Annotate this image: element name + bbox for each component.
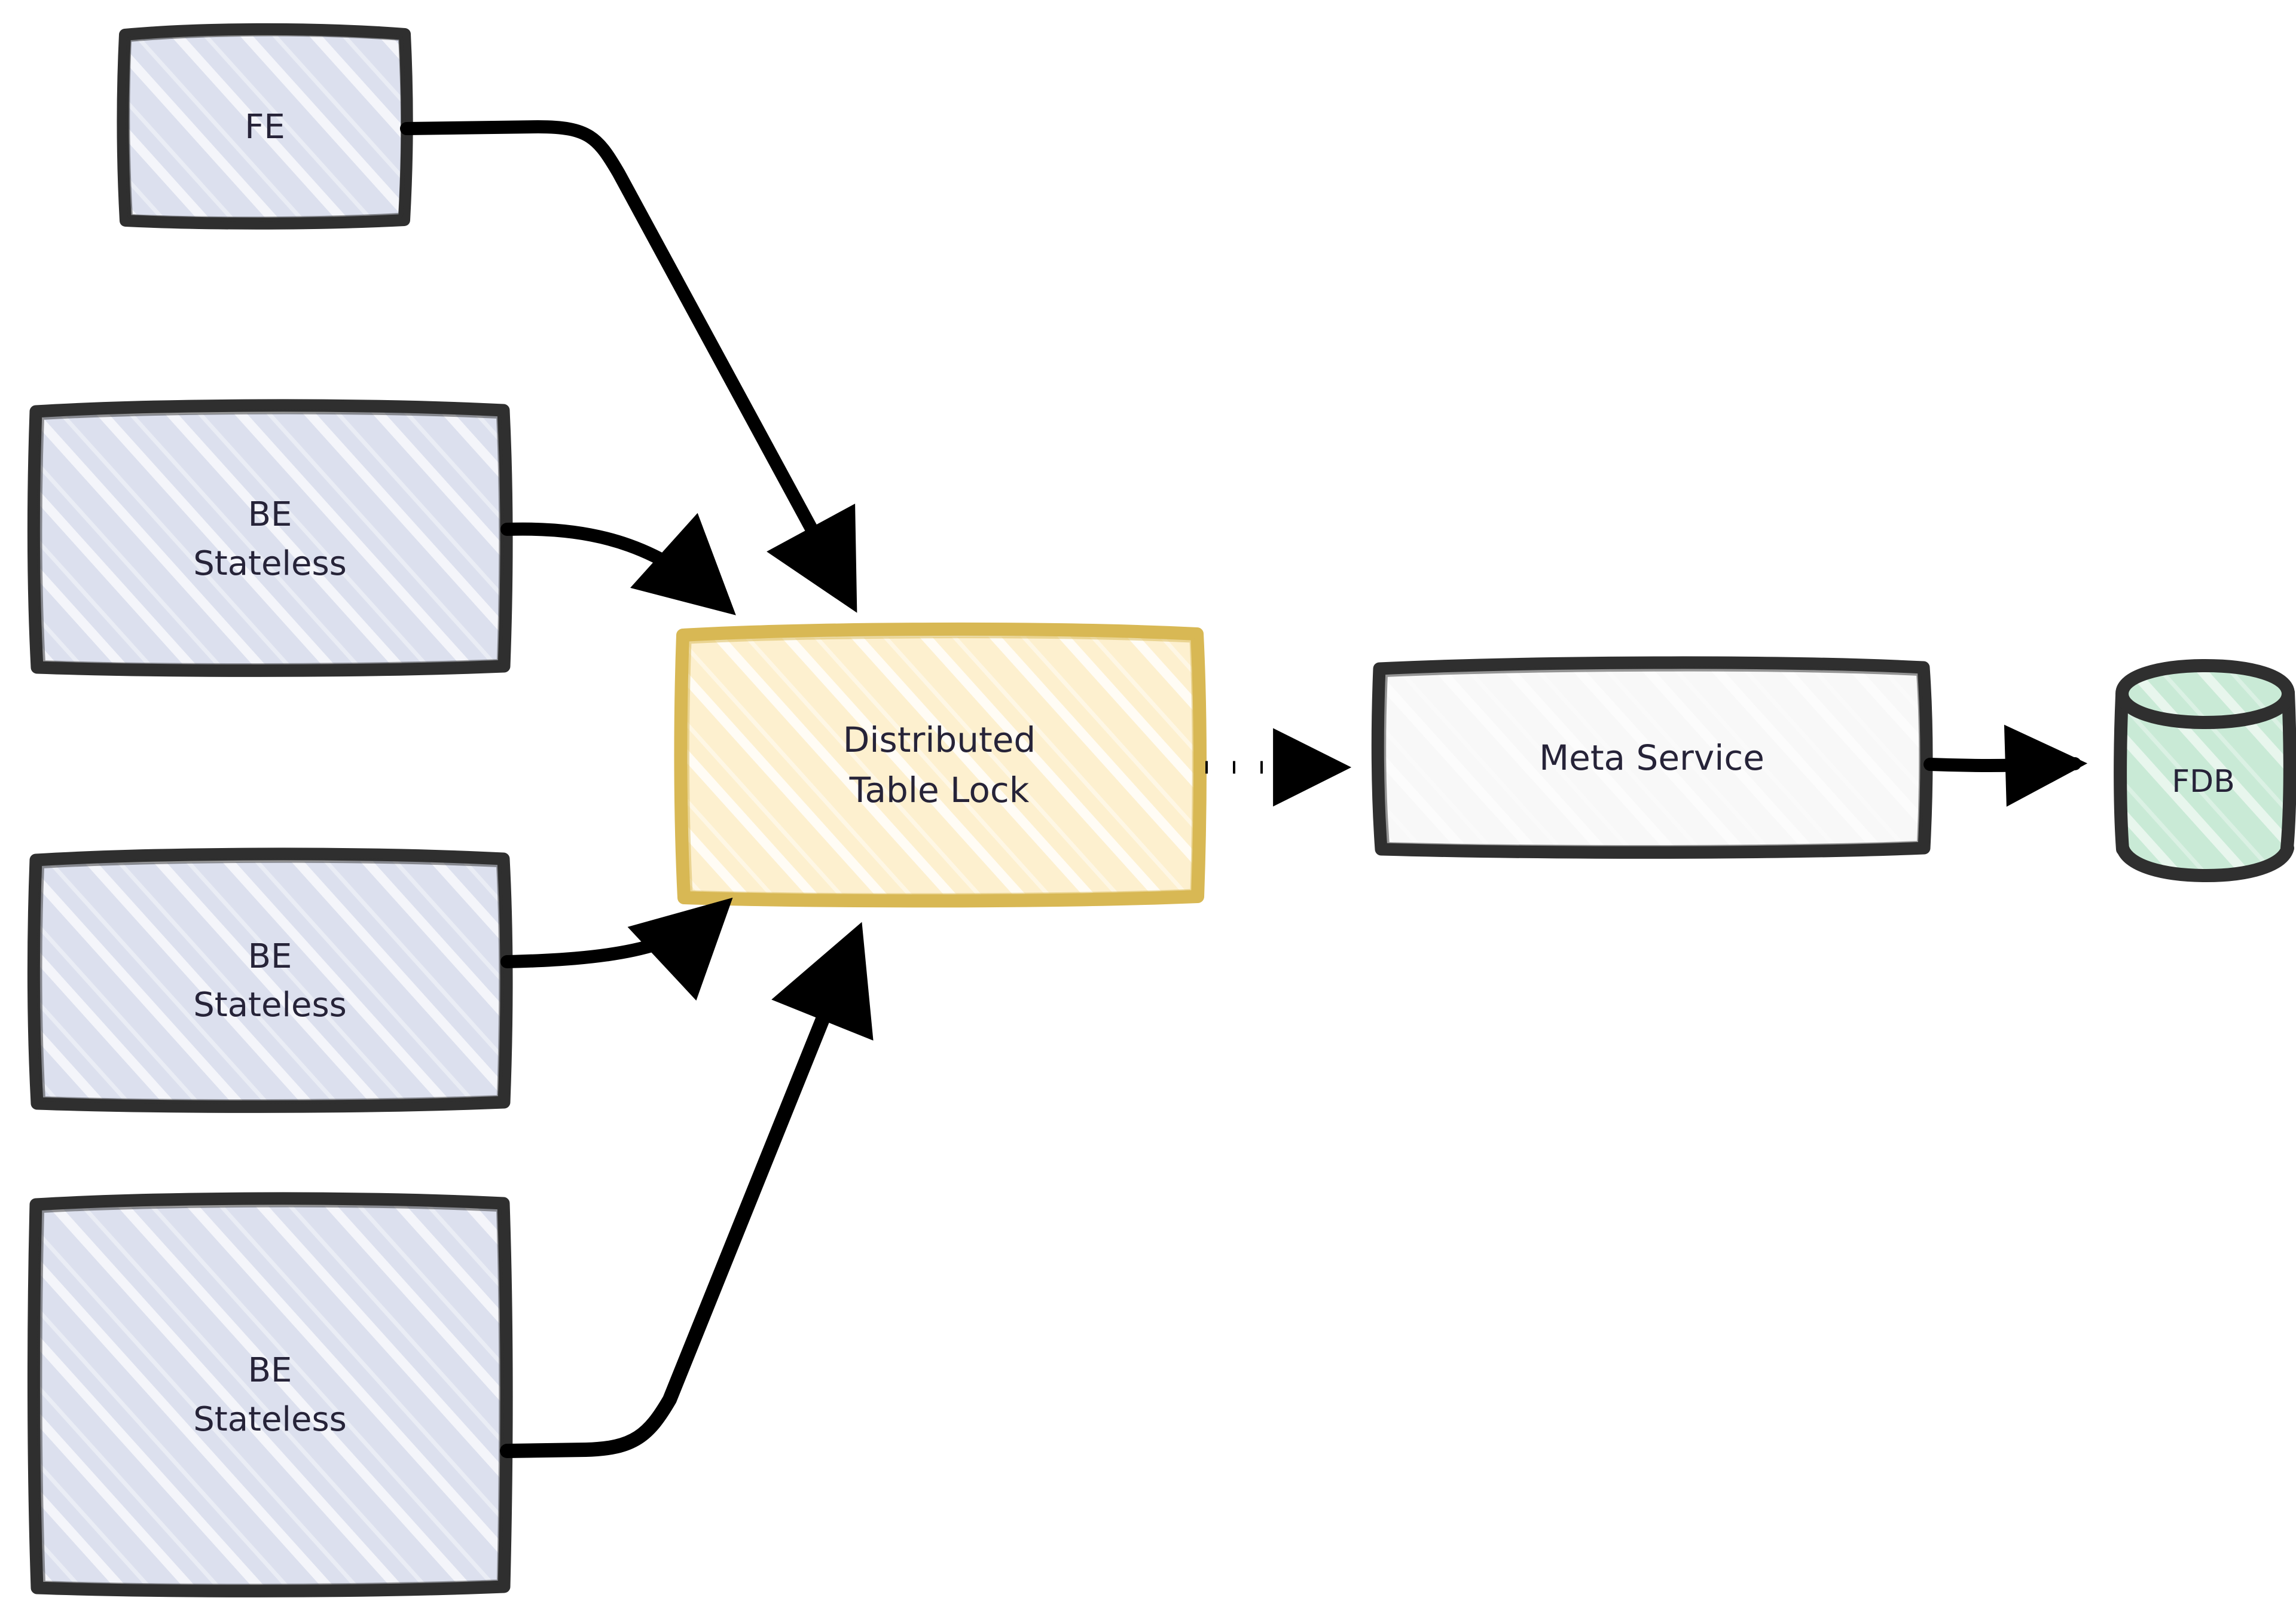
fdb-top-ellipse-icon [2115,659,2295,729]
edge-fe-to-lock-path [400,120,857,613]
edge-be1-to-lock-path [500,513,736,615]
meta-border [1371,656,1933,859]
be1-hatch [37,411,505,667]
node-distributed-table-lock[interactable] [674,622,1207,908]
be3-border [27,1192,513,1597]
fdb-hatch [2121,670,2288,874]
node-be2[interactable] [27,847,513,1113]
node-meta-service[interactable] [1371,656,1933,859]
be2-border [27,847,513,1113]
be3-hatch [37,1205,505,1587]
node-fe[interactable] [117,23,413,230]
edge-fe-to-lock[interactable] [400,120,857,613]
node-be1[interactable] [27,399,513,677]
edge-be2-to-lock[interactable] [500,897,733,1001]
edge-be3-to-lock[interactable] [500,922,874,1458]
node-be3[interactable] [27,1192,513,1597]
edge-be3-to-lock-path [500,922,874,1458]
edge-be2-to-lock-path [500,897,733,1001]
be2-border-echo [37,858,504,1105]
fe-hatch [126,35,405,221]
lock-border [674,622,1207,908]
be1-border-echo [37,409,504,669]
edge-be1-to-lock[interactable] [500,513,736,615]
be2-hatch [37,860,505,1103]
lock-border-echo [683,633,1198,899]
edge-meta-to-fdb-path [1923,724,2088,807]
lock-hatch [683,635,1198,897]
be3-border-echo [37,1202,504,1589]
edge-meta-to-fdb[interactable] [1923,724,2088,807]
fdb-body-border [2114,686,2296,856]
meta-border-echo [1381,666,1924,850]
meta-hatch [1380,669,1925,849]
node-fdb[interactable] [2114,659,2296,883]
fdb-bottom-arc [2116,841,2294,883]
be1-border [27,399,513,677]
